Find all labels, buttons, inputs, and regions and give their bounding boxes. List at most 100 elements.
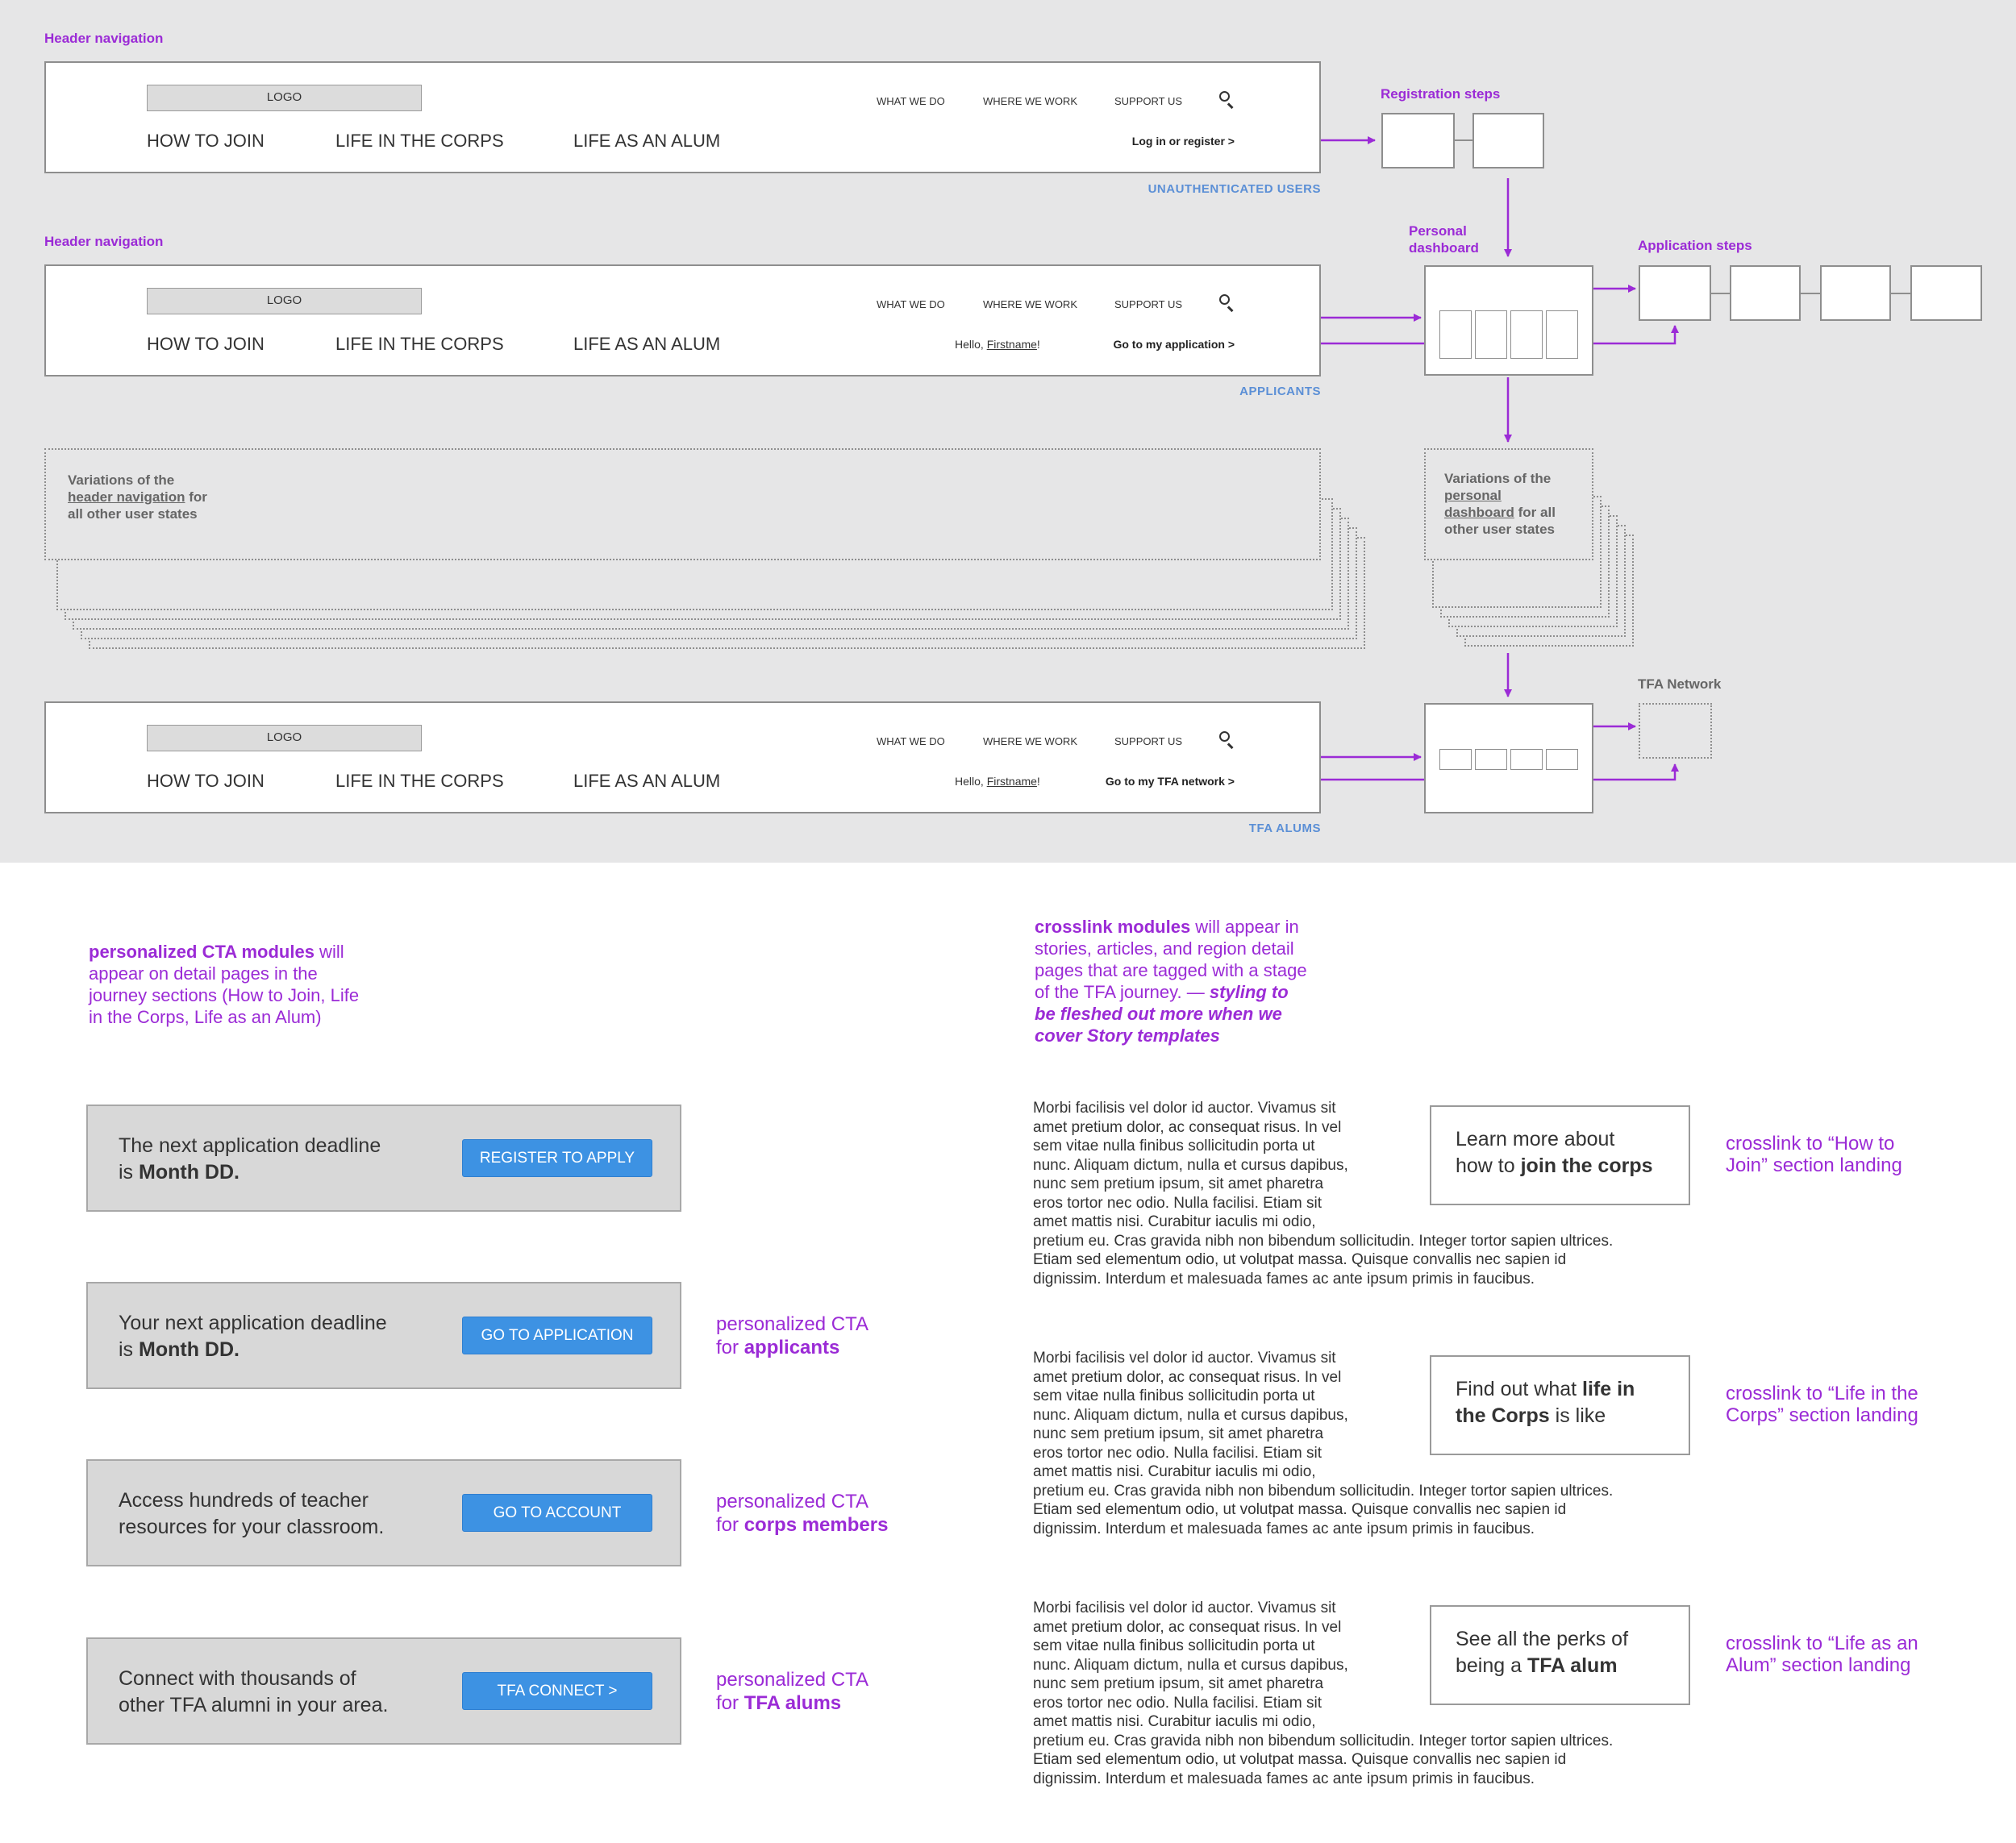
go-to-account-button[interactable]: GO TO ACCOUNT: [462, 1494, 652, 1532]
registration-step: [1381, 113, 1455, 168]
nav-life-as-an-alum[interactable]: LIFE AS AN ALUM: [573, 131, 721, 151]
article-text-line: Morbi facilisis vel dolor id auctor. Viv…: [1033, 1600, 1336, 1616]
cta-caption-tfa-alums: personalized CTA for TFA alums: [716, 1669, 868, 1714]
article-text-line: Etiam sed elementum odio, ut volutpat ma…: [1033, 1501, 1567, 1518]
article-text-line: amet pretium dolor, ac consequat risus. …: [1033, 1618, 1342, 1636]
article-text-line: amet mattis nisi. Curabitur iaculis mi o…: [1033, 1463, 1316, 1480]
nav-life-in-the-corps[interactable]: LIFE IN THE CORPS: [335, 334, 504, 354]
header-variations-note: Variations of the header navigation for …: [68, 472, 207, 522]
article-body-text: Morbi facilisis vel dolor id auctor. Viv…: [1033, 1349, 1613, 1538]
audience-label: APPLICANTS: [1239, 385, 1321, 398]
dashboard-tile: [1546, 749, 1578, 770]
article-text-line: pretium eu. Cras gravida nibh non bibend…: [1033, 1482, 1614, 1500]
header-variations-box: Variations of the header navigation for …: [44, 448, 1321, 560]
audience-label: UNAUTHENTICATED USERS: [1148, 182, 1321, 196]
util-nav-what-we-do[interactable]: WHAT WE DO: [877, 735, 945, 747]
cta-module-applicants: Your next application deadline is Month …: [86, 1282, 681, 1389]
article-text-line: Etiam sed elementum odio, ut volutpat ma…: [1033, 1751, 1567, 1768]
cta-modules-note: personalized CTA modules will appear on …: [89, 942, 360, 1027]
article-text-line: sem vitae nulla finibus sollicitudin por…: [1033, 1637, 1315, 1654]
cta-text: Access hundreds of teacher resources for…: [119, 1489, 385, 1538]
crosslink-life-as-an-alum[interactable]: See all the perks of being a TFA alum: [1430, 1605, 1690, 1705]
util-nav-where-we-work[interactable]: WHERE WE WORK: [983, 735, 1077, 747]
nav-life-as-an-alum[interactable]: LIFE AS AN ALUM: [573, 334, 721, 354]
nav-how-to-join[interactable]: HOW TO JOIN: [147, 771, 264, 791]
crosslink-how-to-join[interactable]: Learn more about how to join the corps: [1430, 1105, 1690, 1205]
article-text-line: nunc. Aliquam dictum, nulla et cursus da…: [1033, 1656, 1348, 1674]
crosslink-caption: crosslink to “How to Join” section landi…: [1726, 1133, 1902, 1176]
cta-module-register: The next application deadline is Month D…: [86, 1105, 681, 1212]
article-text-line: sem vitae nulla finibus sollicitudin por…: [1033, 1138, 1315, 1154]
util-nav-support-us[interactable]: SUPPORT US: [1114, 95, 1183, 107]
application-step: [1730, 265, 1801, 321]
nav-life-in-the-corps[interactable]: LIFE IN THE CORPS: [335, 131, 504, 151]
logo[interactable]: LOGO: [147, 725, 422, 751]
header-nav-applicants: LOGO WHAT WE DO WHERE WE WORK SUPPORT US…: [44, 264, 1321, 377]
search-icon[interactable]: [1219, 294, 1230, 305]
tfa-network-box: [1639, 703, 1712, 759]
logo[interactable]: LOGO: [147, 288, 422, 314]
firstname-link[interactable]: Firstname: [986, 338, 1037, 351]
nav-life-in-the-corps[interactable]: LIFE IN THE CORPS: [335, 771, 504, 791]
personal-dashboard-applicant: [1424, 265, 1593, 376]
article-text-line: eros tortor nec odio. Nulla facilisi. Et…: [1033, 1194, 1322, 1212]
util-nav-where-we-work[interactable]: WHERE WE WORK: [983, 298, 1077, 310]
hello-greeting: Hello, Firstname!: [955, 338, 1040, 351]
header-nav-unauthenticated: LOGO WHAT WE DO WHERE WE WORK SUPPORT US…: [44, 61, 1321, 173]
article-text-line: nunc sem pretium ipsum, sit amet pharetr…: [1033, 1425, 1324, 1442]
cta-text: The next application deadline is Month D…: [119, 1134, 381, 1184]
article-body-text: Morbi facilisis vel dolor id auctor. Viv…: [1033, 1599, 1613, 1788]
nav-how-to-join[interactable]: HOW TO JOIN: [147, 131, 264, 151]
cta-module-tfa-alums: Connect with thousands of other TFA alum…: [86, 1637, 681, 1745]
tfa-network-label: TFA Network: [1638, 676, 1722, 692]
cta-text: Connect with thousands of other TFA alum…: [119, 1667, 389, 1716]
article-text-line: nunc. Aliquam dictum, nulla et cursus da…: [1033, 1406, 1348, 1424]
application-step: [1639, 265, 1711, 321]
article-text-line: Etiam sed elementum odio, ut volutpat ma…: [1033, 1251, 1567, 1268]
article-text-line: sem vitae nulla finibus sollicitudin por…: [1033, 1387, 1315, 1404]
nav-life-as-an-alum[interactable]: LIFE AS AN ALUM: [573, 771, 721, 791]
article-text-line: amet pretium dolor, ac consequat risus. …: [1033, 1368, 1342, 1386]
article-text-line: Morbi facilisis vel dolor id auctor. Viv…: [1033, 1100, 1336, 1117]
dashboard-tile: [1439, 310, 1472, 359]
hello-greeting: Hello, Firstname!: [955, 775, 1040, 788]
article-text-line: nunc sem pretium ipsum, sit amet pharetr…: [1033, 1175, 1324, 1192]
crosslink-life-in-the-corps[interactable]: Find out what life in the Corps is like: [1430, 1355, 1690, 1455]
arrow-goto-application: [1239, 325, 1679, 345]
logo[interactable]: LOGO: [147, 85, 422, 111]
crosslink-caption: crosslink to “Life in the Corps” section…: [1726, 1383, 1918, 1426]
go-to-application-link[interactable]: Go to my application >: [1113, 338, 1235, 351]
go-to-tfa-network-link[interactable]: Go to my TFA network >: [1105, 775, 1235, 788]
application-step: [1820, 265, 1891, 321]
header-nav-tfa-alums: LOGO WHAT WE DO WHERE WE WORK SUPPORT US…: [44, 701, 1321, 813]
search-icon[interactable]: [1219, 91, 1230, 102]
util-nav-what-we-do[interactable]: WHAT WE DO: [877, 298, 945, 310]
firstname-link[interactable]: Firstname: [986, 775, 1037, 788]
util-nav-support-us[interactable]: SUPPORT US: [1114, 735, 1183, 747]
article-text-line: eros tortor nec odio. Nulla facilisi. Et…: [1033, 1444, 1322, 1462]
article-text-line: pretium eu. Cras gravida nibh non bibend…: [1033, 1732, 1614, 1749]
cta-caption-corps-members: personalized CTA for corps members: [716, 1491, 889, 1536]
dashboard-tile: [1475, 310, 1507, 359]
util-nav-where-we-work[interactable]: WHERE WE WORK: [983, 95, 1077, 107]
go-to-application-button[interactable]: GO TO APPLICATION: [462, 1317, 652, 1354]
article-text-line: amet mattis nisi. Curabitur iaculis mi o…: [1033, 1213, 1316, 1230]
cta-text: Your next application deadline is Month …: [119, 1312, 387, 1361]
register-to-apply-button[interactable]: REGISTER TO APPLY: [462, 1139, 652, 1177]
article-text-line: dignissim. Interdum et malesuada fames a…: [1033, 1270, 1535, 1288]
nav-how-to-join[interactable]: HOW TO JOIN: [147, 334, 264, 354]
util-nav-support-us[interactable]: SUPPORT US: [1114, 298, 1183, 310]
personal-dashboard-alum: [1424, 703, 1593, 813]
article-text-line: Morbi facilisis vel dolor id auctor. Viv…: [1033, 1350, 1336, 1367]
login-register-link[interactable]: Log in or register >: [1131, 135, 1235, 148]
audience-label: TFA ALUMS: [1248, 822, 1321, 835]
search-icon[interactable]: [1219, 731, 1230, 742]
crosslink-caption: crosslink to “Life as an Alum” section l…: [1726, 1633, 1918, 1676]
util-nav-what-we-do[interactable]: WHAT WE DO: [877, 95, 945, 107]
article-text-line: eros tortor nec odio. Nulla facilisi. Et…: [1033, 1694, 1322, 1712]
section-label: Header navigation: [44, 234, 164, 249]
tfa-connect-button[interactable]: TFA CONNECT >: [462, 1672, 652, 1710]
article-text-line: amet pretium dolor, ac consequat risus. …: [1033, 1118, 1342, 1136]
article-text-line: nunc sem pretium ipsum, sit amet pharetr…: [1033, 1675, 1324, 1692]
dashboard-tile: [1439, 749, 1472, 770]
